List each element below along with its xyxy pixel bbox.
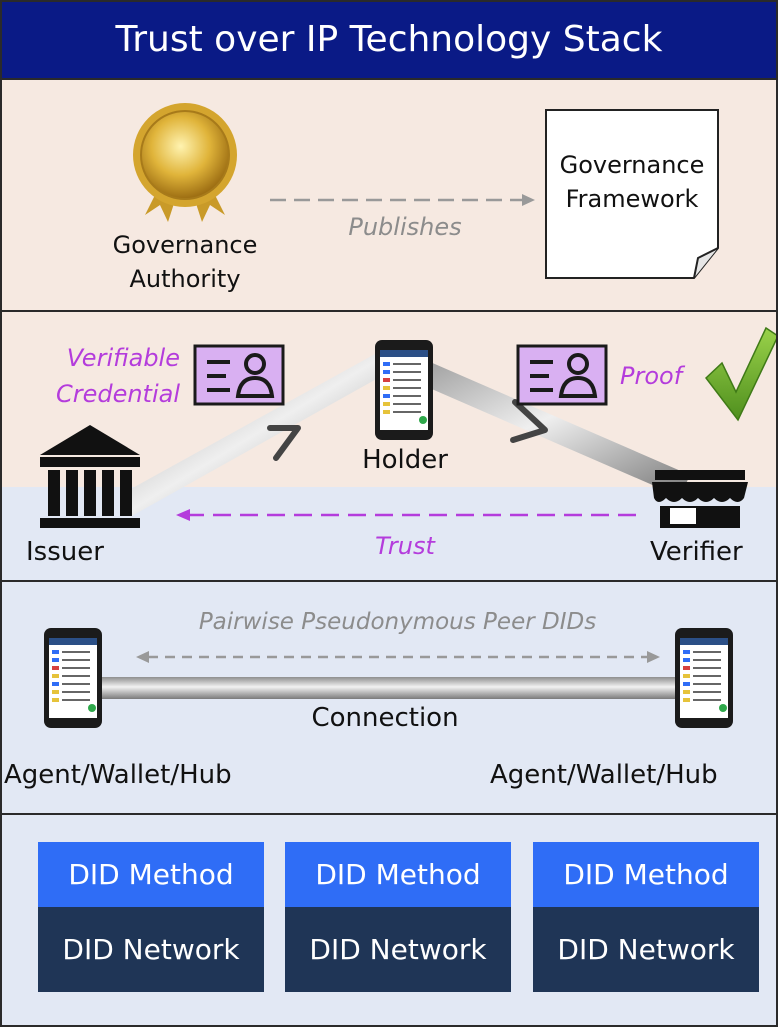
- verifiable-credential-line2: Credential: [55, 380, 180, 408]
- did-network-block: DID Network: [38, 907, 264, 992]
- did-network-block: DID Network: [285, 907, 511, 992]
- smartphone-icon: [44, 628, 102, 728]
- governance-framework-line2: Framework: [565, 185, 699, 213]
- right-agent-label: Agent/Wallet/Hub: [490, 760, 718, 790]
- governance-framework-line1: Governance: [559, 151, 705, 179]
- verifiable-credential-line1: Verifiable: [66, 344, 180, 372]
- did-network-block: DID Network: [533, 907, 759, 992]
- bank-icon: [40, 425, 140, 528]
- holder-label: Holder: [362, 445, 448, 475]
- publishes-label: Publishes: [348, 213, 462, 241]
- governance-authority-line2: Authority: [129, 265, 241, 293]
- did-card: DID Method DID Network: [285, 842, 511, 992]
- pipe-chevron-right: [510, 399, 548, 443]
- publishes-arrow: [270, 194, 535, 206]
- verifier-label: Verifier: [650, 537, 743, 567]
- did-card: DID Method DID Network: [38, 842, 264, 992]
- page-title: Trust over IP Technology Stack: [115, 19, 663, 60]
- did-card: DID Method DID Network: [533, 842, 759, 992]
- smartphone-icon: [375, 340, 433, 440]
- checkmark-icon: [704, 326, 778, 422]
- smartphone-icon: [675, 628, 733, 728]
- governance-framework-label: Governance Framework: [546, 148, 718, 216]
- medal-icon: [133, 103, 237, 222]
- document-icon: [545, 109, 719, 279]
- credential-card-icon: [516, 344, 608, 406]
- issuer-holder-pipe: [120, 343, 405, 517]
- did-method-block: DID Method: [38, 842, 264, 907]
- pairwise-arrow: [136, 651, 660, 663]
- trust-label: Trust: [375, 532, 435, 560]
- connection-pipe: [95, 677, 675, 699]
- governance-authority-line1: Governance: [112, 231, 258, 259]
- title-bar: [0, 0, 778, 80]
- verifiable-credential-label: Verifiable Credential: [30, 340, 180, 412]
- credential-card-icon: [193, 344, 285, 406]
- proof-label: Proof: [620, 362, 683, 390]
- left-agent-label: Agent/Wallet/Hub: [4, 760, 232, 790]
- trust-arrow: [176, 509, 636, 521]
- connection-label: Connection: [311, 703, 459, 733]
- did-method-block: DID Method: [533, 842, 759, 907]
- store-icon: [652, 470, 748, 528]
- pairwise-label: Pairwise Pseudonymous Peer DIDs: [198, 609, 597, 635]
- governance-authority-label: Governance Authority: [95, 228, 275, 296]
- did-method-block: DID Method: [285, 842, 511, 907]
- issuer-label: Issuer: [26, 537, 104, 567]
- pipe-chevron-left: [267, 425, 301, 461]
